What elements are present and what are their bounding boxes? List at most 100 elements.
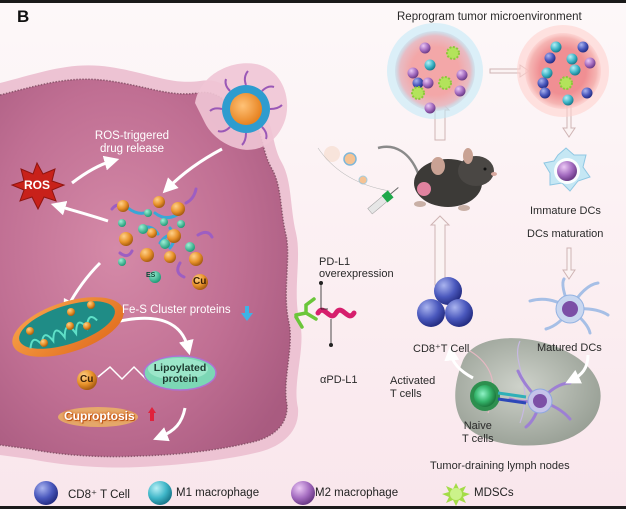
cuproptosis-label: Cuproptosis <box>64 409 135 423</box>
pdl1-line2: overexpression <box>319 268 394 280</box>
cell-arrows <box>50 147 223 442</box>
tumor-after-blue-cell <box>544 52 556 64</box>
figure-title: Reprogram tumor microenvironment <box>397 11 582 23</box>
tumor-after-cyan-cell <box>566 53 578 65</box>
cu-ion <box>117 200 129 212</box>
tumor-site <box>417 182 431 196</box>
membrane-bilayer <box>0 78 291 458</box>
cu-ion-large <box>77 370 97 390</box>
legend-m2-label: M2 macrophage <box>315 487 399 499</box>
tumor-cell <box>0 65 302 468</box>
cu-ion <box>192 274 208 290</box>
antipdl1-antibody <box>315 307 357 319</box>
es-molecule <box>160 239 170 249</box>
tumor-after-purple-cell <box>584 57 596 69</box>
arrow-ros-to-release <box>71 155 120 185</box>
es-molecule <box>160 218 168 226</box>
lipoylated-line1: Lipoylated <box>153 362 207 374</box>
tumor-before-mdsc-cell <box>411 86 425 100</box>
ros-release-label: ROS-triggered drug release <box>77 130 187 156</box>
peg-chains <box>209 70 283 146</box>
tumor-before-purple-cell <box>422 77 434 89</box>
tumor-before-purple-cell <box>419 42 431 54</box>
cu-ion <box>189 252 203 266</box>
matured-dc-label: Matured DCs <box>537 342 602 354</box>
tumor-before-purple-cell <box>424 102 436 114</box>
ros-label: ROS <box>24 178 51 192</box>
antipdl1-label: αPD-L1 <box>320 374 358 386</box>
activated-line2: T cells <box>390 388 422 400</box>
lymph-node <box>455 338 601 446</box>
tumor-before-mdsc-cell <box>438 76 452 90</box>
tumor-after-blue-cell <box>537 77 549 89</box>
nanoparticle-endosome <box>195 63 288 150</box>
arrow-maturation <box>562 247 576 280</box>
pdl1-receptor <box>294 297 318 329</box>
nanoparticle-small <box>343 152 357 166</box>
injection <box>317 146 399 215</box>
cu-label-free: Cu <box>193 276 207 287</box>
activated-line1: Activated <box>390 375 436 387</box>
arrow-lipo-to-cuproptosis <box>153 407 187 442</box>
tumor-after-cyan-cell <box>541 67 553 79</box>
es-molecule <box>177 220 185 228</box>
arrow-matured-dc-to-node <box>565 354 590 384</box>
naive-line1: Naive <box>463 420 492 432</box>
es-molecule <box>118 258 126 266</box>
tumor-before-purple-cell <box>454 85 466 97</box>
cu-ion <box>167 229 181 243</box>
pdl1-label: PD-L1 overexpression <box>319 256 394 280</box>
cell-cytoplasm <box>0 79 291 457</box>
dc-maturation-label: DCs maturation <box>527 228 604 240</box>
tumor-before-purple-cell <box>456 69 468 81</box>
tumor-after-cyan-cell <box>550 41 562 53</box>
cd8-t-cell-cluster <box>417 277 473 327</box>
fes-label: Fe-S Cluster proteins <box>122 304 231 316</box>
tumor-before <box>387 23 483 119</box>
naive-line2: T cells <box>462 433 494 445</box>
cuproptosis-up-arrow-icon <box>148 407 156 421</box>
legend-cd8-label: CD8⁺ T Cell <box>68 489 130 501</box>
mitochondrion <box>12 297 124 357</box>
matured-dc <box>528 277 610 335</box>
ros-release-line2: drug release <box>100 143 164 155</box>
cu-ion <box>164 251 176 263</box>
tumor-before-blue-cell <box>412 77 424 89</box>
tumor-before-cyan-cell <box>424 59 436 71</box>
mouse <box>377 145 497 211</box>
tumor-after-blue-cell <box>577 41 589 53</box>
cu-ion <box>119 232 133 246</box>
es-molecule <box>185 242 195 252</box>
lipoylated-line2: protein <box>162 373 198 385</box>
arrow-mito-to-lipo <box>119 316 194 356</box>
arrow-np-to-cluster <box>162 147 223 194</box>
tumor-after-blue-cell <box>581 87 593 99</box>
ros-burst <box>10 161 66 211</box>
nanoparticle-core <box>230 93 262 125</box>
legend-m1-label: M1 macrophage <box>176 487 260 499</box>
legend-icons <box>34 481 470 506</box>
tumor-before-mdsc-cell <box>446 46 460 60</box>
legend-mdsc-label: MDSCs <box>474 487 514 499</box>
tumor-after-mdsc-cell <box>559 76 573 90</box>
es-molecule <box>118 219 126 227</box>
lipoylation <box>77 355 217 391</box>
panel-label: B <box>17 7 30 26</box>
cuproptosis-badge <box>58 407 156 427</box>
es-molecule <box>149 271 161 283</box>
cu-label-lipo: Cu <box>80 374 94 385</box>
es-molecule <box>138 224 148 234</box>
naive-t-cell <box>474 385 496 407</box>
naive-t-label: Naive T cells <box>462 420 494 446</box>
tumor-after-cyan-cell <box>562 94 574 106</box>
legend-m1-icon <box>148 481 172 505</box>
nanoparticle-small <box>358 175 368 185</box>
drug-cluster <box>110 187 214 290</box>
cu-ion <box>147 228 157 238</box>
ros-release-line1: ROS-triggered <box>94 130 170 142</box>
fes-down-arrow-icon <box>241 306 253 321</box>
tumor-before-purple-cell <box>407 67 419 79</box>
cd8-label: CD8⁺T Cell <box>413 343 470 355</box>
cu-ion <box>171 202 185 216</box>
cu-ion <box>140 248 154 262</box>
